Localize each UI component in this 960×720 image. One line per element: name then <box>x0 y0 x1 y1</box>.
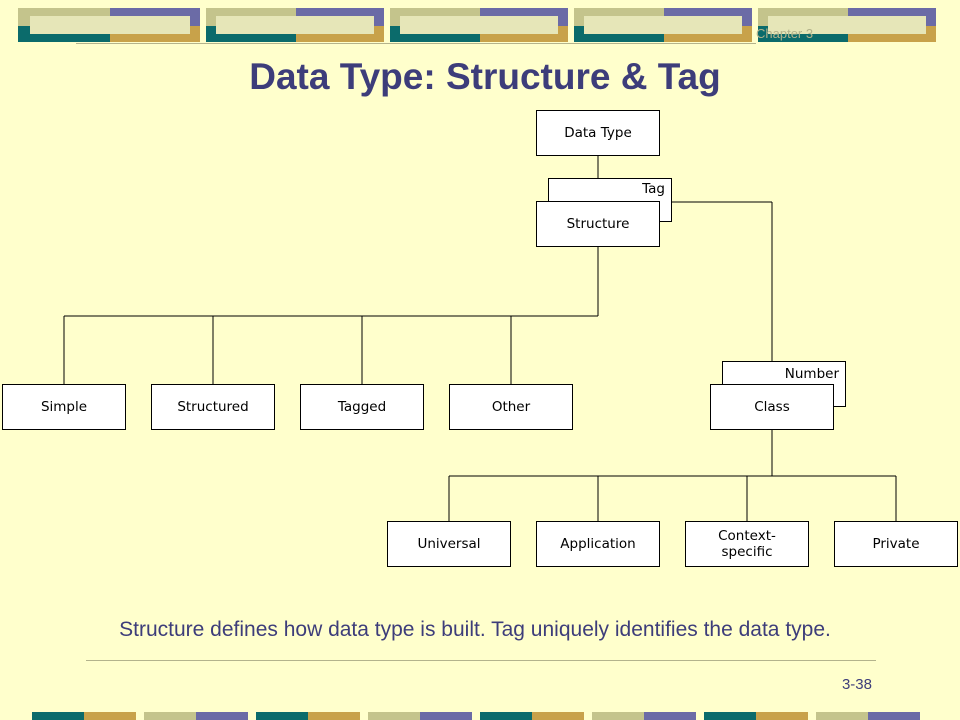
band-tile <box>704 712 756 720</box>
node-structured: Structured <box>151 384 275 430</box>
band-tile <box>308 712 360 720</box>
band-tile <box>216 16 374 34</box>
band-tile <box>644 712 696 720</box>
bottom-decorative-band <box>0 710 960 720</box>
node-application: Application <box>536 521 660 567</box>
slide-title: Data Type: Structure & Tag <box>249 56 721 97</box>
node-context-specific: Context- specific <box>685 521 809 567</box>
node-class: Class <box>710 384 834 430</box>
band-tile <box>30 16 190 34</box>
band-tile <box>420 712 472 720</box>
band-tile <box>816 712 868 720</box>
footer-rule <box>86 660 876 661</box>
band-tile <box>368 712 420 720</box>
band-tile <box>196 712 248 720</box>
band-tile <box>32 712 84 720</box>
slide-number: 3-38 <box>841 676 872 693</box>
node-tagged: Tagged <box>300 384 424 430</box>
band-tile <box>592 712 644 720</box>
header-rule <box>76 43 756 44</box>
node-private: Private <box>834 521 958 567</box>
slide-caption: Structure defines how data type is built… <box>119 618 831 641</box>
node-structure: Structure <box>536 201 660 247</box>
band-tile <box>480 712 532 720</box>
band-tile <box>256 712 308 720</box>
band-tile <box>400 16 558 34</box>
band-tile <box>532 712 584 720</box>
band-tile <box>768 16 926 34</box>
band-tile <box>756 712 808 720</box>
band-tile <box>584 16 742 34</box>
node-universal: Universal <box>387 521 511 567</box>
chapter-label: Chapter 3 <box>756 26 814 41</box>
node-data-type: Data Type <box>536 110 660 156</box>
band-tile <box>144 712 196 720</box>
node-other: Other <box>449 384 573 430</box>
top-decorative-band <box>0 0 960 46</box>
band-tile <box>868 712 920 720</box>
band-tile <box>84 712 136 720</box>
node-simple: Simple <box>2 384 126 430</box>
